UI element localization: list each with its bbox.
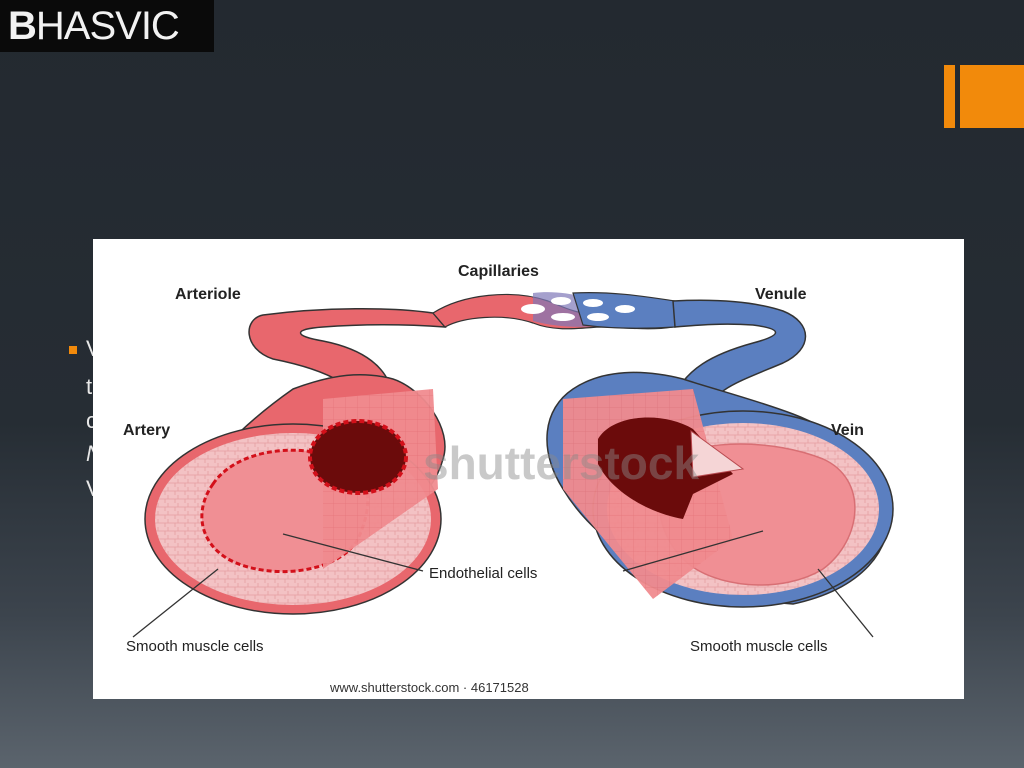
capillary-network xyxy=(432,292,676,330)
body-text-line-2: t xyxy=(86,374,93,399)
body-text-line-3: c xyxy=(86,408,97,433)
accent-bar-wide xyxy=(960,65,1024,128)
label-smooth-muscle-left: Smooth muscle cells xyxy=(126,638,264,655)
artery-lumen xyxy=(308,419,408,495)
bhasvic-logo: BHASVIC xyxy=(0,0,214,52)
blood-vessel-diagram: shutterstock Capillaries Arteriole Venul… xyxy=(93,239,964,699)
vein-valve xyxy=(690,429,745,478)
logo-text: HASVIC xyxy=(35,4,180,48)
label-venule: Venule xyxy=(755,286,807,303)
label-arteriole: Arteriole xyxy=(175,286,241,303)
logo-initial: B xyxy=(8,4,37,48)
bullet-marker xyxy=(69,346,77,354)
label-endothelial-cells: Endothelial cells xyxy=(429,565,537,582)
label-artery: Artery xyxy=(123,422,170,439)
leader-lines xyxy=(132,530,874,638)
accent-bar-thin xyxy=(944,65,955,128)
source-credit: www.shutterstock.com · 46171528 xyxy=(329,680,529,695)
diagram-svg: shutterstock Capillaries Arteriole Venul… xyxy=(123,263,894,695)
label-smooth-muscle-right: Smooth muscle cells xyxy=(690,638,828,655)
label-vein: Vein xyxy=(831,422,864,439)
watermark: shutterstock xyxy=(423,437,699,489)
label-capillaries: Capillaries xyxy=(458,263,539,280)
